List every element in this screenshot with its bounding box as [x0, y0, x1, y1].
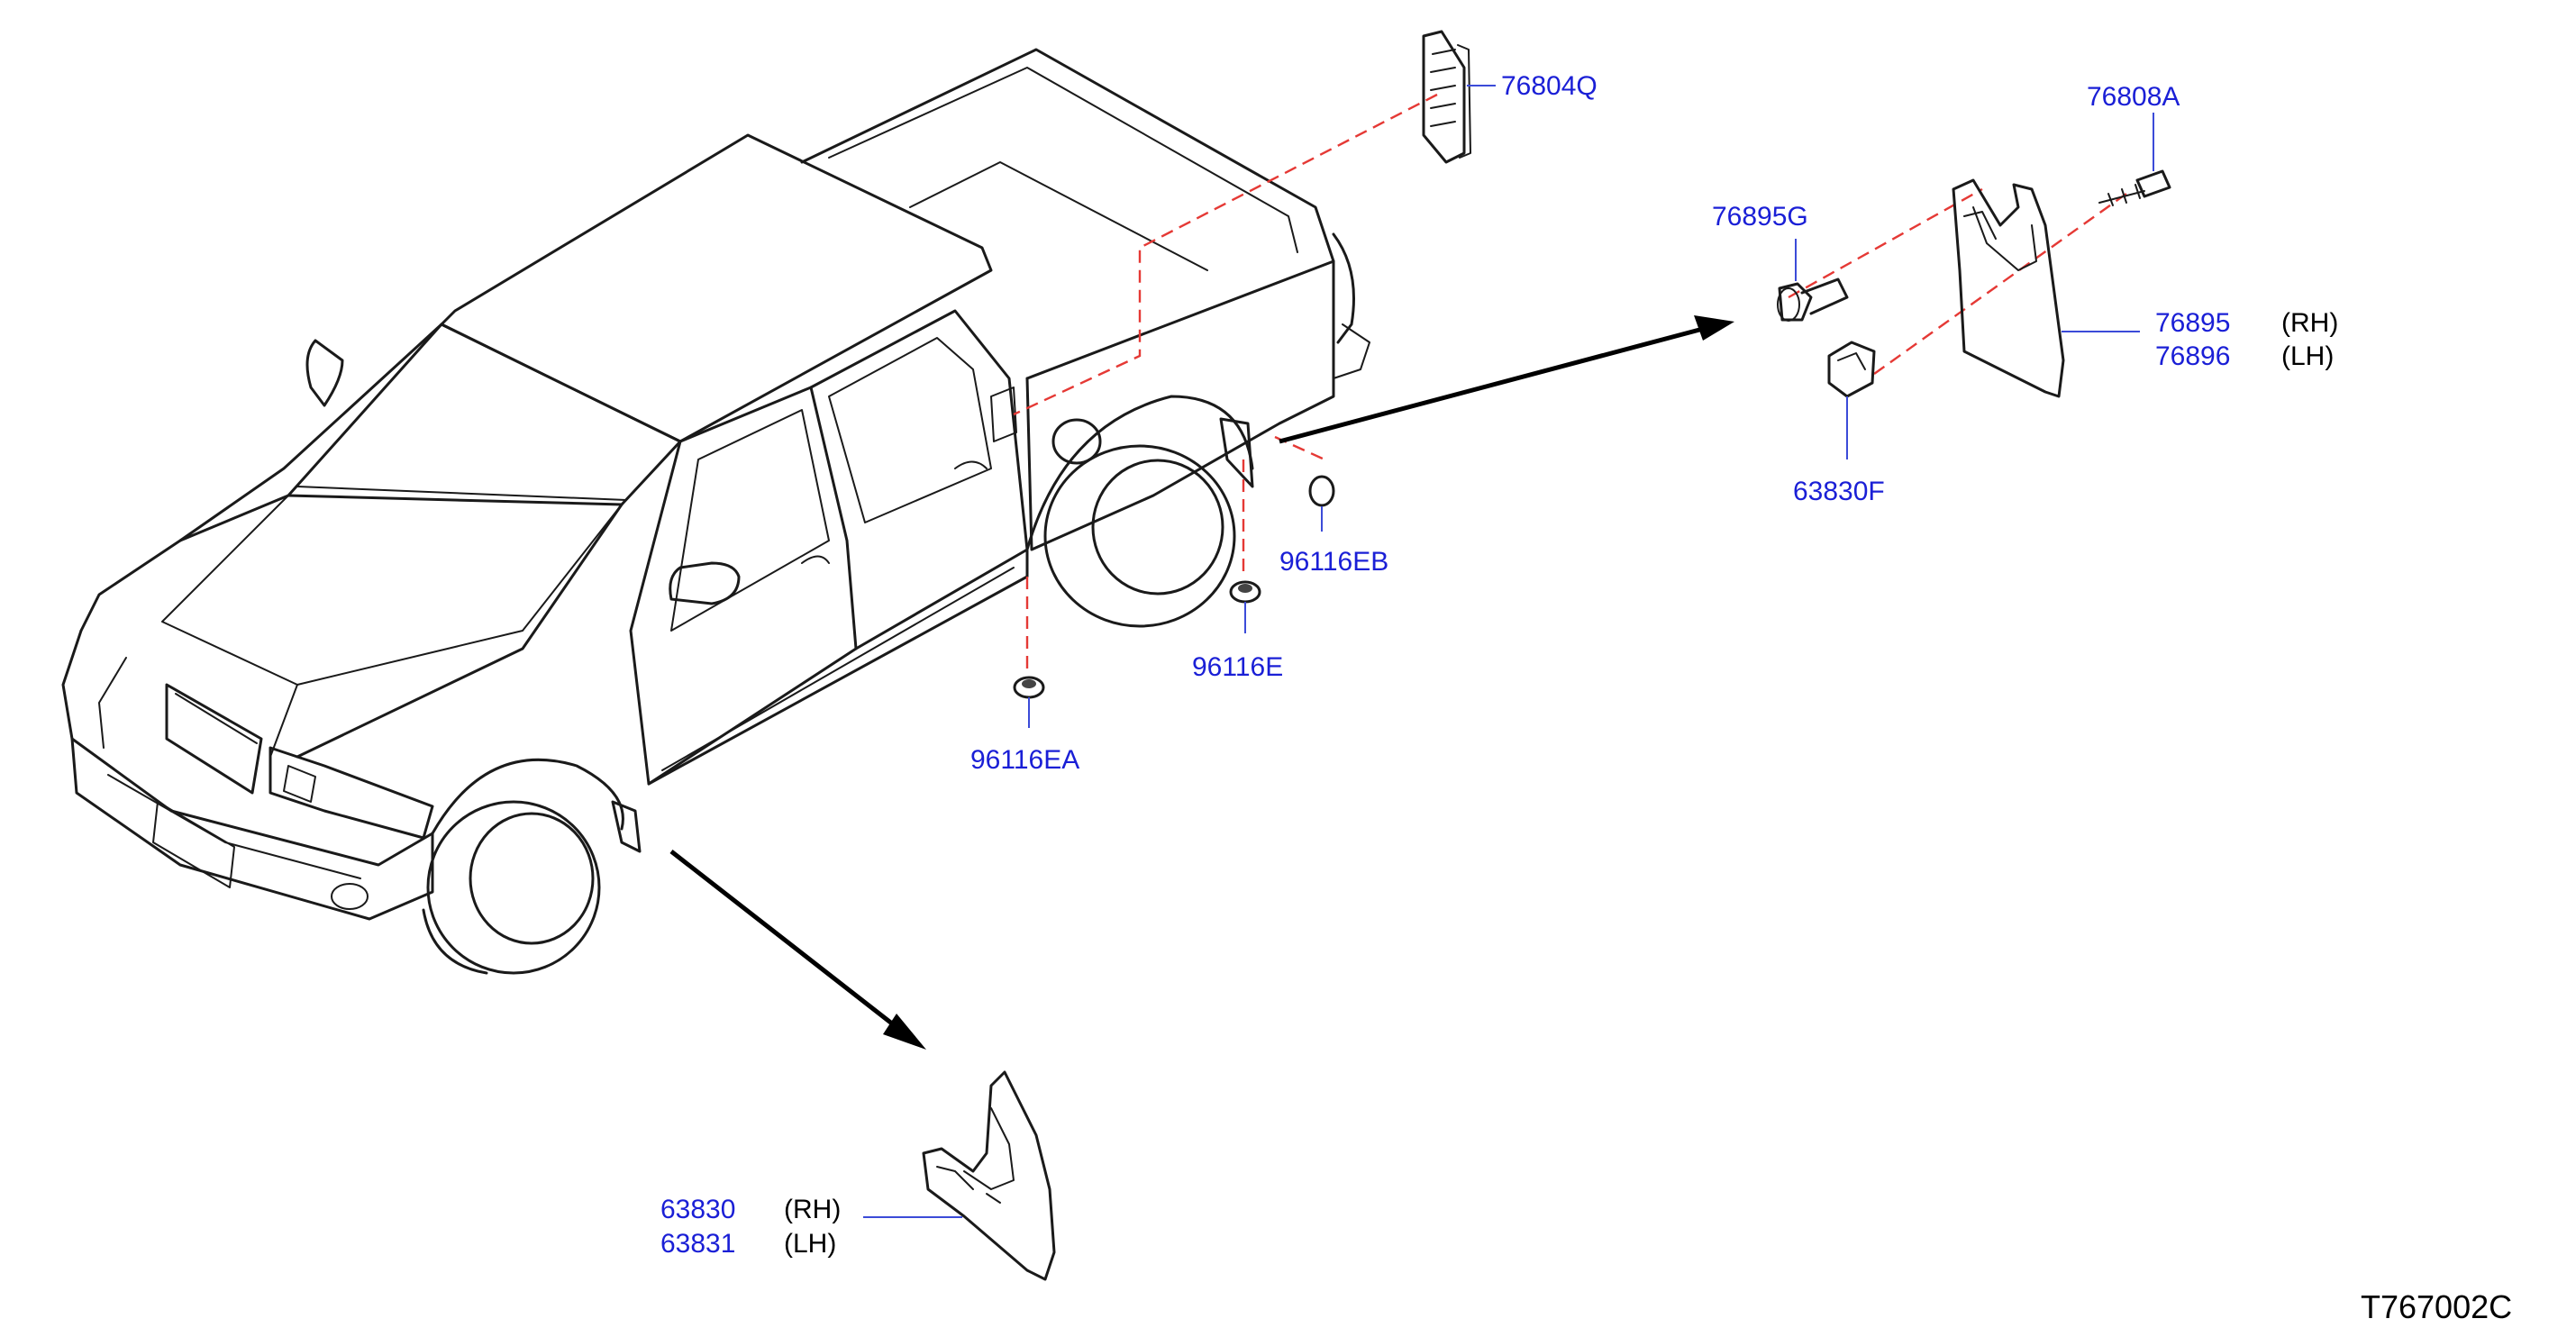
label-96116EA: 96116EA: [970, 745, 1079, 775]
label-76895G: 76895G: [1712, 202, 1808, 232]
part-76895-rear-mud-guard: [1952, 178, 2065, 398]
label-63830: 63830: [660, 1195, 735, 1224]
label-96116E: 96116E: [1192, 652, 1283, 682]
diagram-code: T767002C: [2361, 1288, 2512, 1325]
label-76896-side: (LH): [2281, 341, 2334, 371]
label-96116EB: 96116EB: [1279, 547, 1388, 577]
guide-lines: [1013, 93, 2127, 671]
part-76808A-screw: [2098, 169, 2171, 206]
label-76808A: 76808A: [2087, 82, 2180, 112]
truck-illustration: [61, 48, 1370, 975]
part-96116EB-plug: [1308, 475, 1335, 507]
part-96116E-plug: [1229, 580, 1261, 604]
label-76804Q: 76804Q: [1501, 71, 1597, 101]
arrow-head-down: [883, 1014, 926, 1050]
label-63830F: 63830F: [1793, 477, 1885, 506]
part-63830F-grommet: [1827, 341, 1876, 398]
leader-lines: [863, 85, 2154, 1218]
arrow-head-right: [1694, 315, 1734, 341]
part-76895G-clip: [1777, 277, 1849, 322]
part-76804Q-vent: [1422, 30, 1471, 164]
arrows: [669, 315, 1734, 1050]
label-76896: 76896: [2155, 341, 2230, 371]
label-76895: 76895: [2155, 308, 2230, 338]
part-96116EA-plug: [1013, 676, 1045, 699]
label-63831-side: (LH): [784, 1229, 836, 1259]
label-63831: 63831: [660, 1229, 735, 1259]
part-63830-front-mud-guard: [922, 1070, 1056, 1281]
label-63830-side: (RH): [784, 1195, 841, 1224]
label-76895-side: (RH): [2281, 308, 2338, 338]
